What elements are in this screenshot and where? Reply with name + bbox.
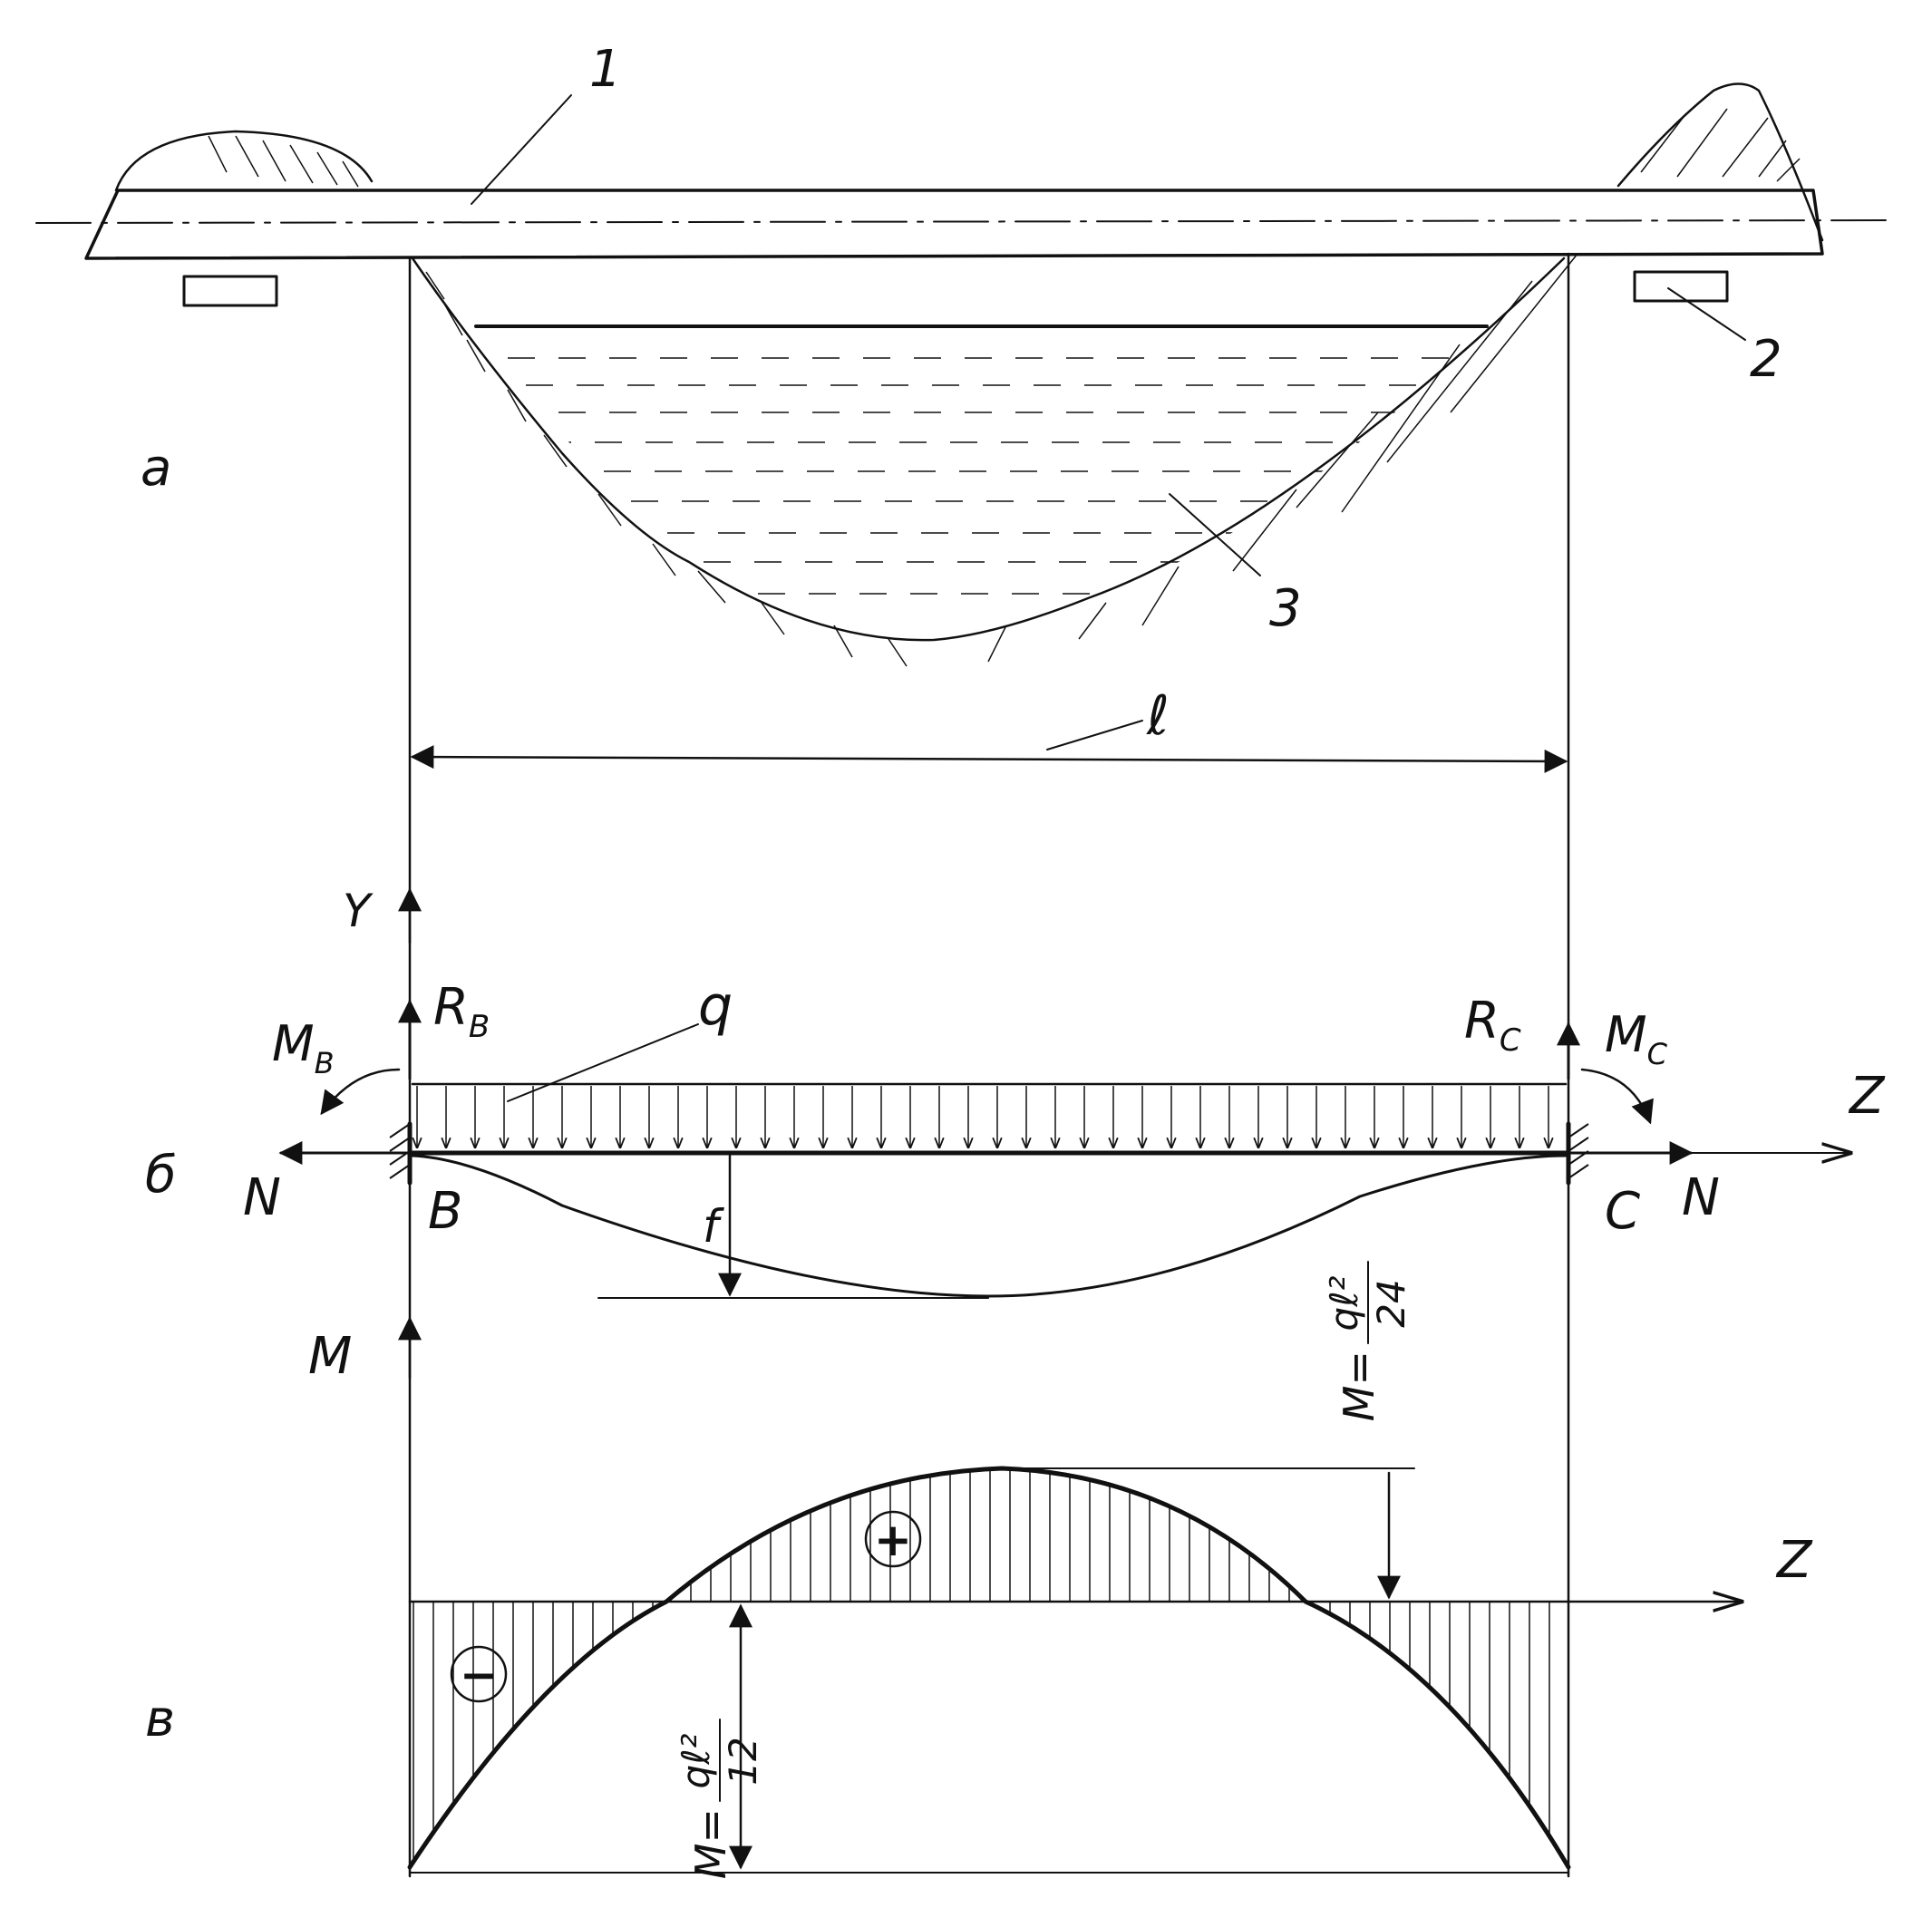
embankment-right: [1616, 82, 1824, 242]
positive-region: [670, 1468, 1290, 1602]
pipe-centre-line: [35, 219, 1891, 224]
panel-label-a: а: [141, 439, 171, 498]
load-label: q: [698, 974, 733, 1038]
svg-text:12: 12: [721, 1737, 765, 1785]
river-bank: [411, 257, 1566, 642]
negative-region-right: [1309, 1602, 1550, 1867]
pipe: [84, 189, 1824, 260]
moment-c-arrow: [1580, 1068, 1654, 1125]
water-label: 3: [1269, 579, 1302, 638]
support-b-label: B: [428, 1182, 462, 1241]
span-dimension-line: [410, 745, 1568, 773]
svg-text:qℓ²: qℓ²: [674, 1733, 718, 1788]
positive-sign: +: [874, 1514, 912, 1566]
river-bank-hatch: [425, 253, 1578, 667]
support-c-label: C: [1605, 1182, 1640, 1241]
moment-curve: [407, 1466, 1571, 1870]
svg-text:qℓ²: qℓ²: [1322, 1275, 1366, 1331]
fixed-support-c: [1566, 1121, 1589, 1186]
moment-c-label: MC: [1605, 1006, 1668, 1071]
panel-label-b: б: [145, 1146, 177, 1205]
m-axis-label: M: [308, 1327, 352, 1386]
panel-label-c: в: [145, 1690, 175, 1748]
support-left: [182, 275, 278, 307]
pipe-label: 1: [589, 40, 622, 99]
moment-end-formula: M= qℓ² 12: [674, 1719, 765, 1879]
embankment-left: [114, 130, 374, 192]
water-leader: [1169, 493, 1261, 576]
svg-text:M=: M=: [686, 1808, 735, 1879]
y-axis-label: Y: [343, 885, 374, 937]
svg-text:24: 24: [1369, 1279, 1413, 1327]
beam-panel: Y RB RC MB MC q Z N N: [145, 885, 1886, 1299]
embankment-right-hatch: [1640, 108, 1801, 182]
deflection-curve: [411, 1154, 1568, 1298]
svg-text:M=: M=: [1335, 1351, 1383, 1421]
reaction-b-label: RB: [433, 978, 490, 1045]
moment-panel: M Z + − M= qℓ² 24 M= qℓ² 12: [145, 1261, 1813, 1879]
moment-mid-formula: M= qℓ² 24: [1322, 1261, 1413, 1421]
axial-force-right-label: N: [1682, 1168, 1720, 1227]
negative-sign-circle: [450, 1645, 508, 1703]
moment-b-arrow: [320, 1068, 401, 1116]
span-leader: [1046, 720, 1143, 750]
load-leader: [507, 1023, 699, 1102]
fixed-support-b: [389, 1121, 413, 1186]
moment-b-label: MB: [272, 1015, 335, 1080]
pipe-leader: [471, 94, 572, 205]
axial-force-left-label: N: [243, 1168, 281, 1227]
z-axis-label: Z: [1848, 1067, 1886, 1126]
support-right: [1633, 270, 1729, 303]
support-label: 2: [1750, 330, 1782, 389]
distributed-load: [417, 1086, 1549, 1147]
embankment-left-hatch: [208, 135, 359, 188]
span-label: ℓ: [1146, 684, 1170, 748]
deflection-label: f: [703, 1200, 724, 1253]
negative-sign: −: [460, 1649, 498, 1701]
positive-sign-circle: [864, 1510, 922, 1568]
moment-z-axis-label: Z: [1775, 1531, 1813, 1590]
reaction-c-label: RC: [1464, 992, 1521, 1059]
water-body: [508, 357, 1469, 595]
support-leader: [1667, 287, 1746, 341]
scheme-panel: 1 2: [35, 40, 1891, 1878]
